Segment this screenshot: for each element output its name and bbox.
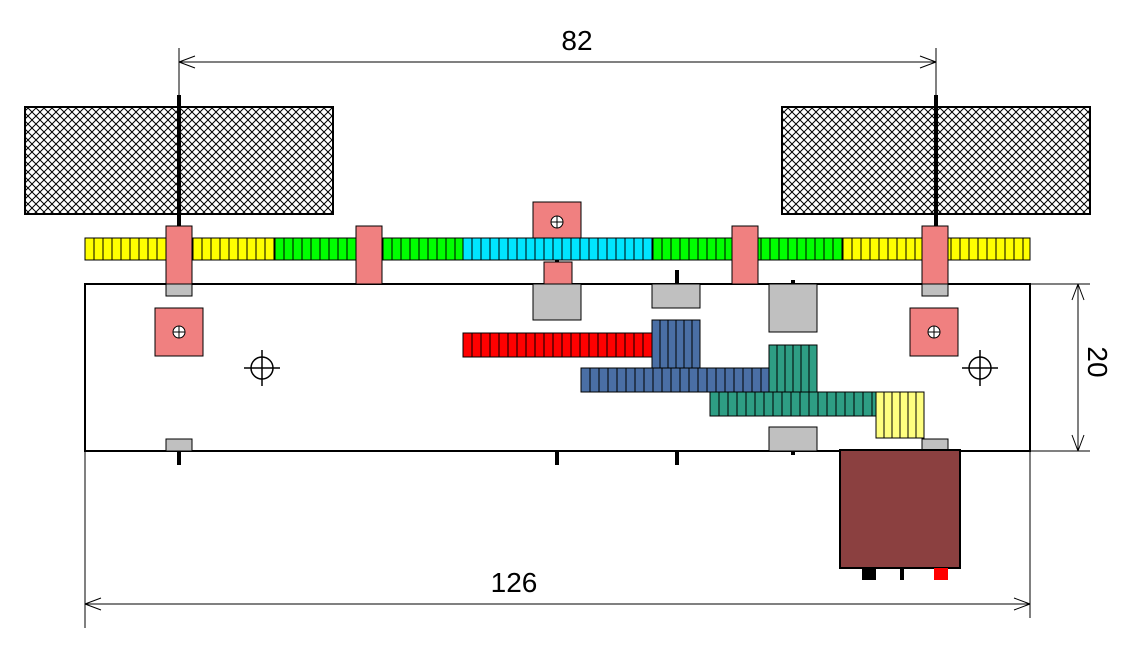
motor: [839, 449, 961, 580]
gear-train: [462, 319, 925, 439]
dimension-frame-height: 20: [1030, 283, 1113, 452]
pinion-yellow: [875, 391, 925, 439]
motor-terminal-red: [934, 568, 948, 580]
pinion-teal: [768, 344, 818, 396]
pinion-blue: [651, 319, 701, 371]
mounting-holes: [244, 350, 998, 386]
spacers: [165, 283, 949, 452]
gear-blue: [580, 367, 772, 393]
side-bearing-blocks: [154, 307, 959, 357]
drive-rack: [84, 237, 1031, 261]
rack-bearings: [165, 225, 949, 285]
dimension-wheel-spacing: 82: [178, 25, 937, 100]
rack-segment-cyan: [462, 237, 654, 261]
center-bearing-block: [532, 201, 582, 239]
dimension-label-82: 82: [561, 25, 592, 56]
motor-terminal-black: [862, 568, 876, 580]
dimension-label-20: 20: [1082, 346, 1113, 377]
dimension-label-126: 126: [491, 567, 538, 598]
dimension-overall-length: 126: [84, 451, 1031, 628]
gear-teal: [709, 391, 881, 417]
gear-red: [462, 332, 654, 358]
